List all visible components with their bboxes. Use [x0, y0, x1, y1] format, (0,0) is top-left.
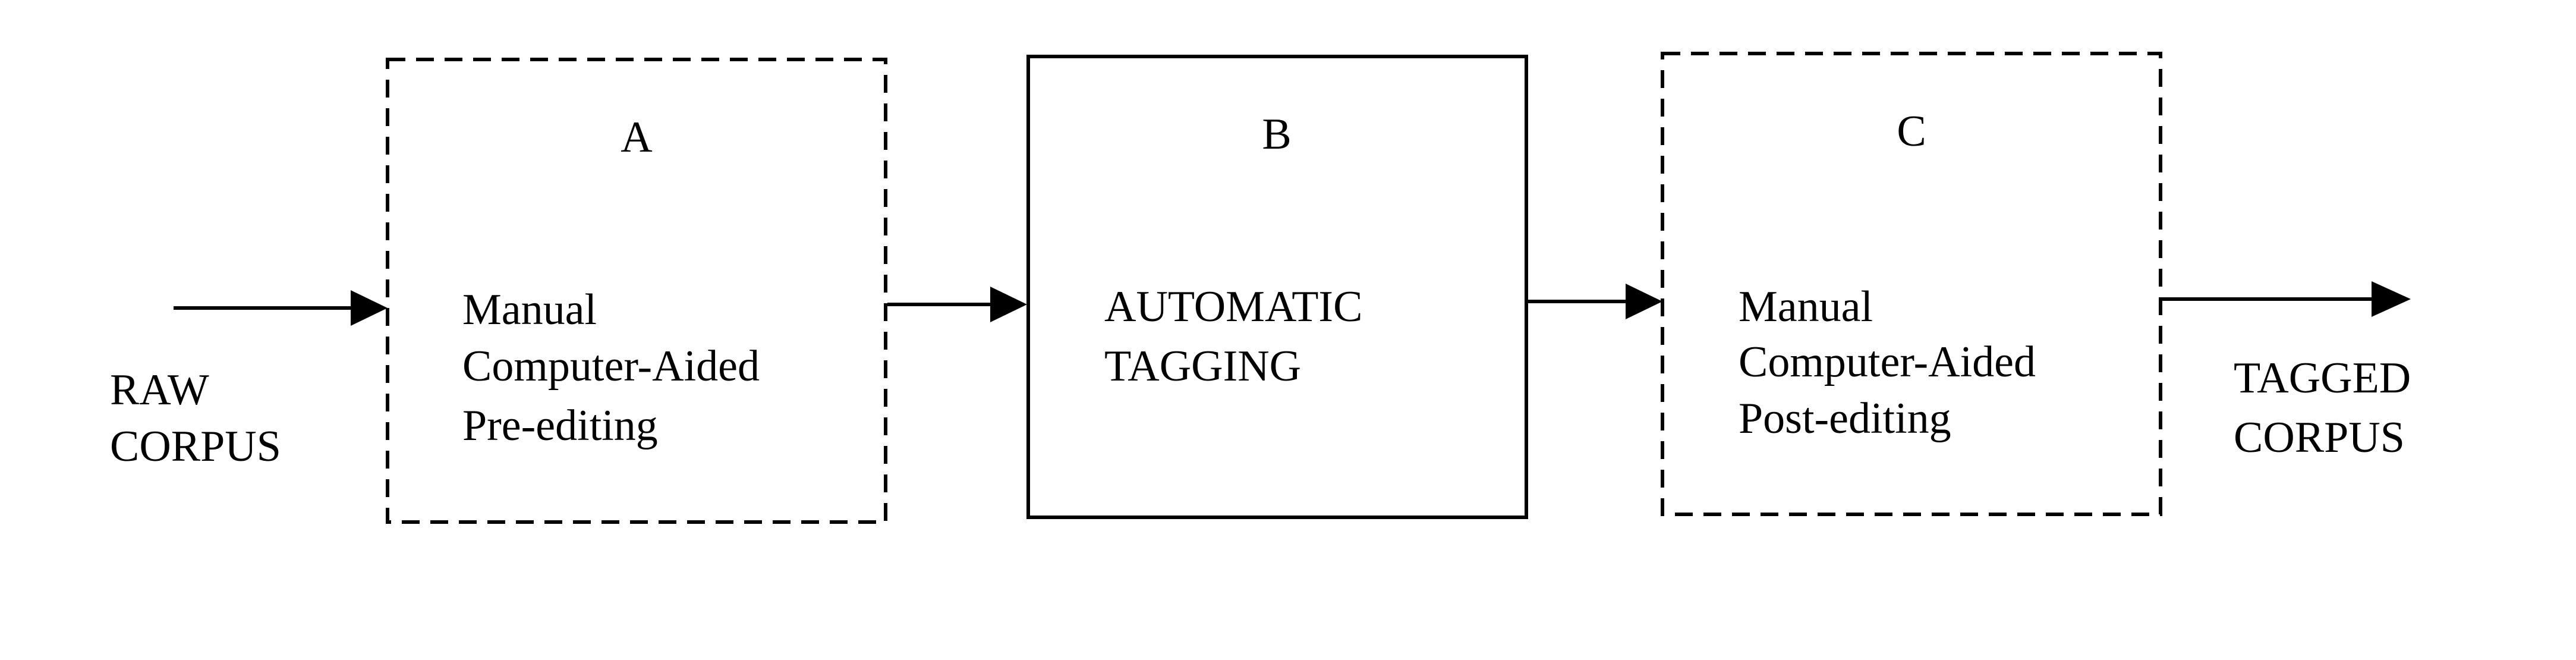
box-c-line-2: Computer-Aided: [1739, 338, 2036, 386]
arrow-b-to-c: [1528, 284, 1662, 319]
box-a-line-3: Pre-editing: [462, 401, 658, 450]
box-b-line-2: TAGGING: [1104, 342, 1301, 391]
arrow-c-to-output: [2162, 281, 2411, 317]
output-label-line-1: TAGGED: [2234, 354, 2411, 403]
box-c-line-3: Post-editing: [1739, 394, 1951, 443]
box-a-border: [386, 58, 887, 524]
box-c-line-1: Manual: [1739, 282, 1873, 331]
arrow-input-to-a: [174, 290, 388, 326]
output-label-line-2: CORPUS: [2234, 413, 2405, 462]
box-a-line-1: Manual: [462, 285, 597, 334]
box-c-letter: C: [1897, 107, 1926, 156]
box-b-letter: B: [1262, 110, 1291, 159]
box-b-border: [1026, 55, 1528, 519]
box-a-line-2: Computer-Aided: [462, 342, 760, 391]
box-c-border: [1661, 52, 2162, 516]
box-b-line-1: AUTOMATIC: [1104, 282, 1362, 331]
arrow-a-to-b: [887, 287, 1027, 322]
input-label-line-2: CORPUS: [110, 422, 281, 471]
box-a-letter: A: [621, 113, 652, 162]
input-label-line-1: RAW: [110, 366, 209, 414]
